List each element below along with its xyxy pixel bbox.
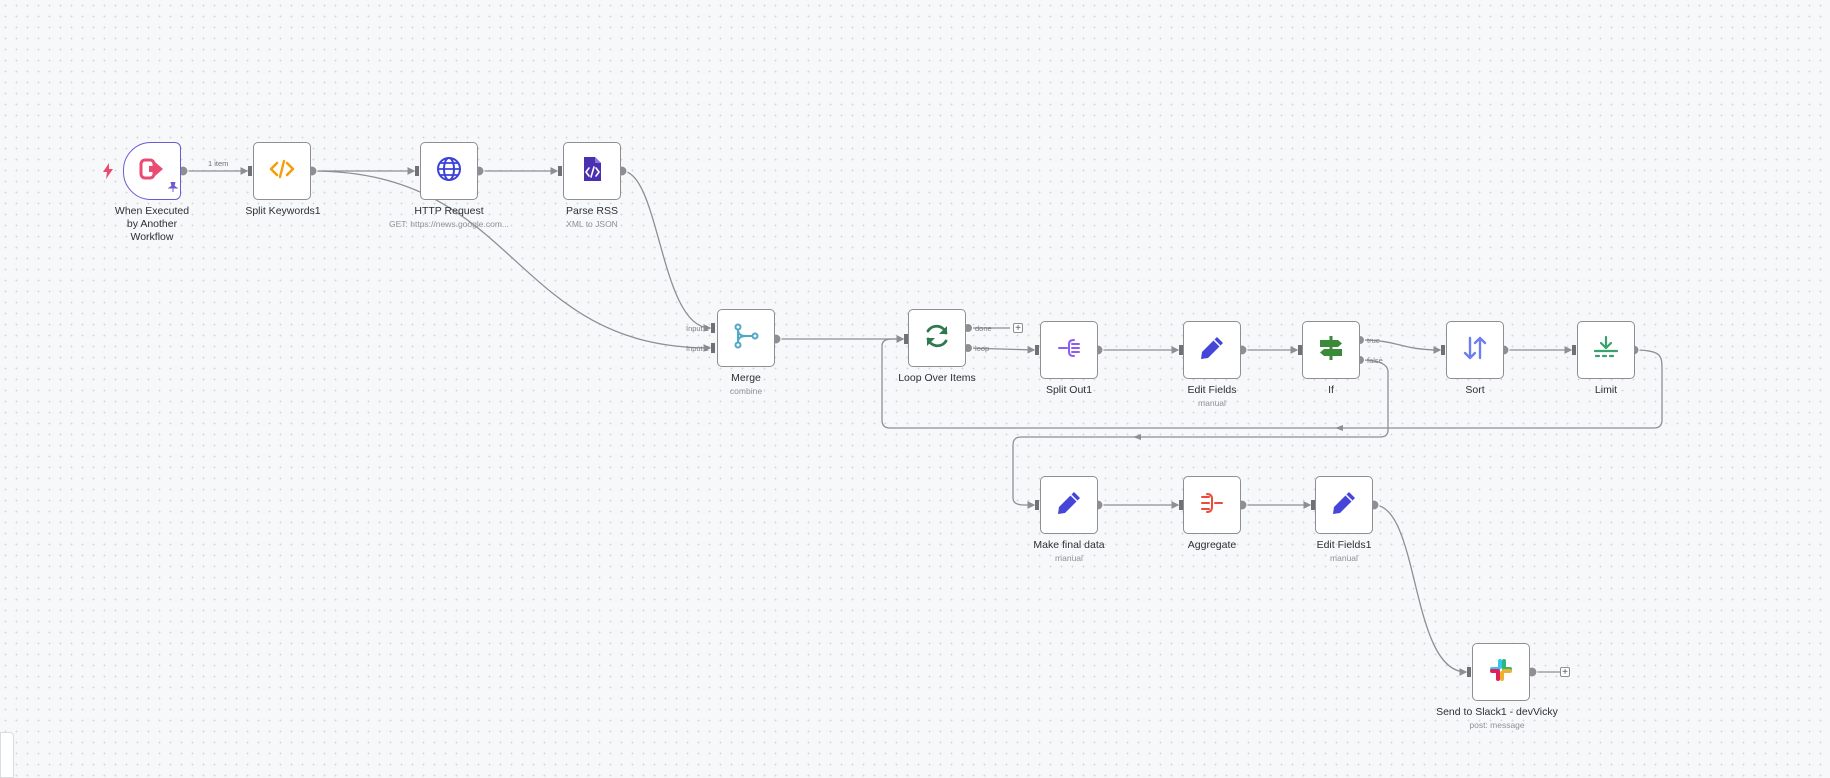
code-icon bbox=[268, 155, 296, 188]
pin-icon bbox=[167, 179, 179, 197]
loop-done-label: done bbox=[975, 324, 992, 333]
node-subtitle: manual bbox=[1055, 553, 1083, 563]
node-split-keywords[interactable] bbox=[253, 142, 311, 200]
node-make-final-data[interactable] bbox=[1040, 476, 1098, 534]
pencil-icon bbox=[1198, 334, 1226, 367]
signpost-icon bbox=[1317, 334, 1345, 367]
pencil-icon bbox=[1055, 489, 1083, 522]
node-label: If bbox=[1328, 384, 1334, 396]
globe-icon bbox=[435, 155, 463, 188]
node-label: Aggregate bbox=[1187, 539, 1237, 551]
loop-back-arrow-left bbox=[1133, 434, 1141, 440]
split-out-icon bbox=[1055, 334, 1083, 367]
if-true-label: true bbox=[1367, 336, 1380, 345]
node-subtitle: post: message bbox=[1469, 720, 1525, 730]
node-label: Send to Slack1 - devVicky bbox=[1436, 706, 1558, 718]
node-edit-fields-1[interactable] bbox=[1315, 476, 1373, 534]
node-label: Split Keywords1 bbox=[245, 205, 321, 217]
aggregate-icon bbox=[1198, 489, 1226, 522]
node-trigger[interactable] bbox=[123, 142, 181, 200]
node-label: Make final data bbox=[1033, 539, 1105, 551]
node-edit-fields[interactable] bbox=[1183, 321, 1241, 379]
node-subtitle: manual bbox=[1198, 398, 1226, 408]
node-subtitle: XML to JSON bbox=[566, 219, 618, 229]
edge-item-count: 1 item bbox=[208, 159, 229, 168]
panel-toggle-button[interactable] bbox=[0, 732, 14, 778]
refresh-icon bbox=[923, 322, 951, 355]
edge-edit1-slack bbox=[1373, 504, 1468, 676]
node-merge[interactable] bbox=[717, 309, 775, 367]
pencil-icon bbox=[1330, 489, 1358, 522]
node-parse-rss[interactable] bbox=[563, 142, 621, 200]
merge-input-2-label: Input 2 bbox=[686, 344, 709, 353]
lightning-icon bbox=[103, 163, 113, 184]
node-aggregate[interactable] bbox=[1183, 476, 1241, 534]
limit-icon bbox=[1592, 334, 1620, 367]
node-loop-over-items[interactable] bbox=[908, 309, 966, 367]
if-false-label: false bbox=[1367, 356, 1383, 365]
node-label: HTTP Request bbox=[414, 205, 484, 217]
node-label: Edit Fields1 bbox=[1316, 539, 1372, 551]
xml-file-icon bbox=[578, 155, 606, 188]
sort-arrows-icon bbox=[1461, 334, 1489, 367]
node-send-to-slack[interactable] bbox=[1472, 643, 1530, 701]
node-split-out[interactable] bbox=[1040, 321, 1098, 379]
node-label: Split Out1 bbox=[1045, 384, 1093, 396]
slack-icon bbox=[1487, 656, 1515, 689]
node-if[interactable] bbox=[1302, 321, 1360, 379]
loop-back-arrow-left2 bbox=[1335, 425, 1343, 431]
sign-out-icon bbox=[138, 155, 166, 188]
node-sort[interactable] bbox=[1446, 321, 1504, 379]
node-http-request[interactable] bbox=[420, 142, 478, 200]
node-subtitle: GET: https://news.google.com... bbox=[388, 219, 509, 229]
loop-loop-label: loop bbox=[975, 344, 990, 353]
node-label: Merge bbox=[731, 372, 761, 384]
edge-split-merge bbox=[311, 170, 712, 352]
node-limit[interactable] bbox=[1577, 321, 1635, 379]
add-node-button[interactable]: + bbox=[1013, 323, 1023, 334]
edge-xml-merge bbox=[621, 170, 712, 332]
node-label: When Executed by Another Workflow bbox=[114, 205, 190, 243]
node-label: Edit Fields bbox=[1187, 384, 1237, 396]
node-subtitle: manual bbox=[1330, 553, 1358, 563]
add-node-button[interactable]: + bbox=[1560, 667, 1570, 678]
node-subtitle: combine bbox=[729, 386, 763, 396]
node-label: Limit bbox=[1594, 384, 1618, 396]
node-label: Sort bbox=[1465, 384, 1485, 396]
node-label: Parse RSS bbox=[566, 205, 618, 217]
merge-icon bbox=[732, 322, 760, 355]
merge-input-1-label: Input 1 bbox=[686, 324, 709, 333]
node-label: Loop Over Items bbox=[898, 372, 976, 384]
